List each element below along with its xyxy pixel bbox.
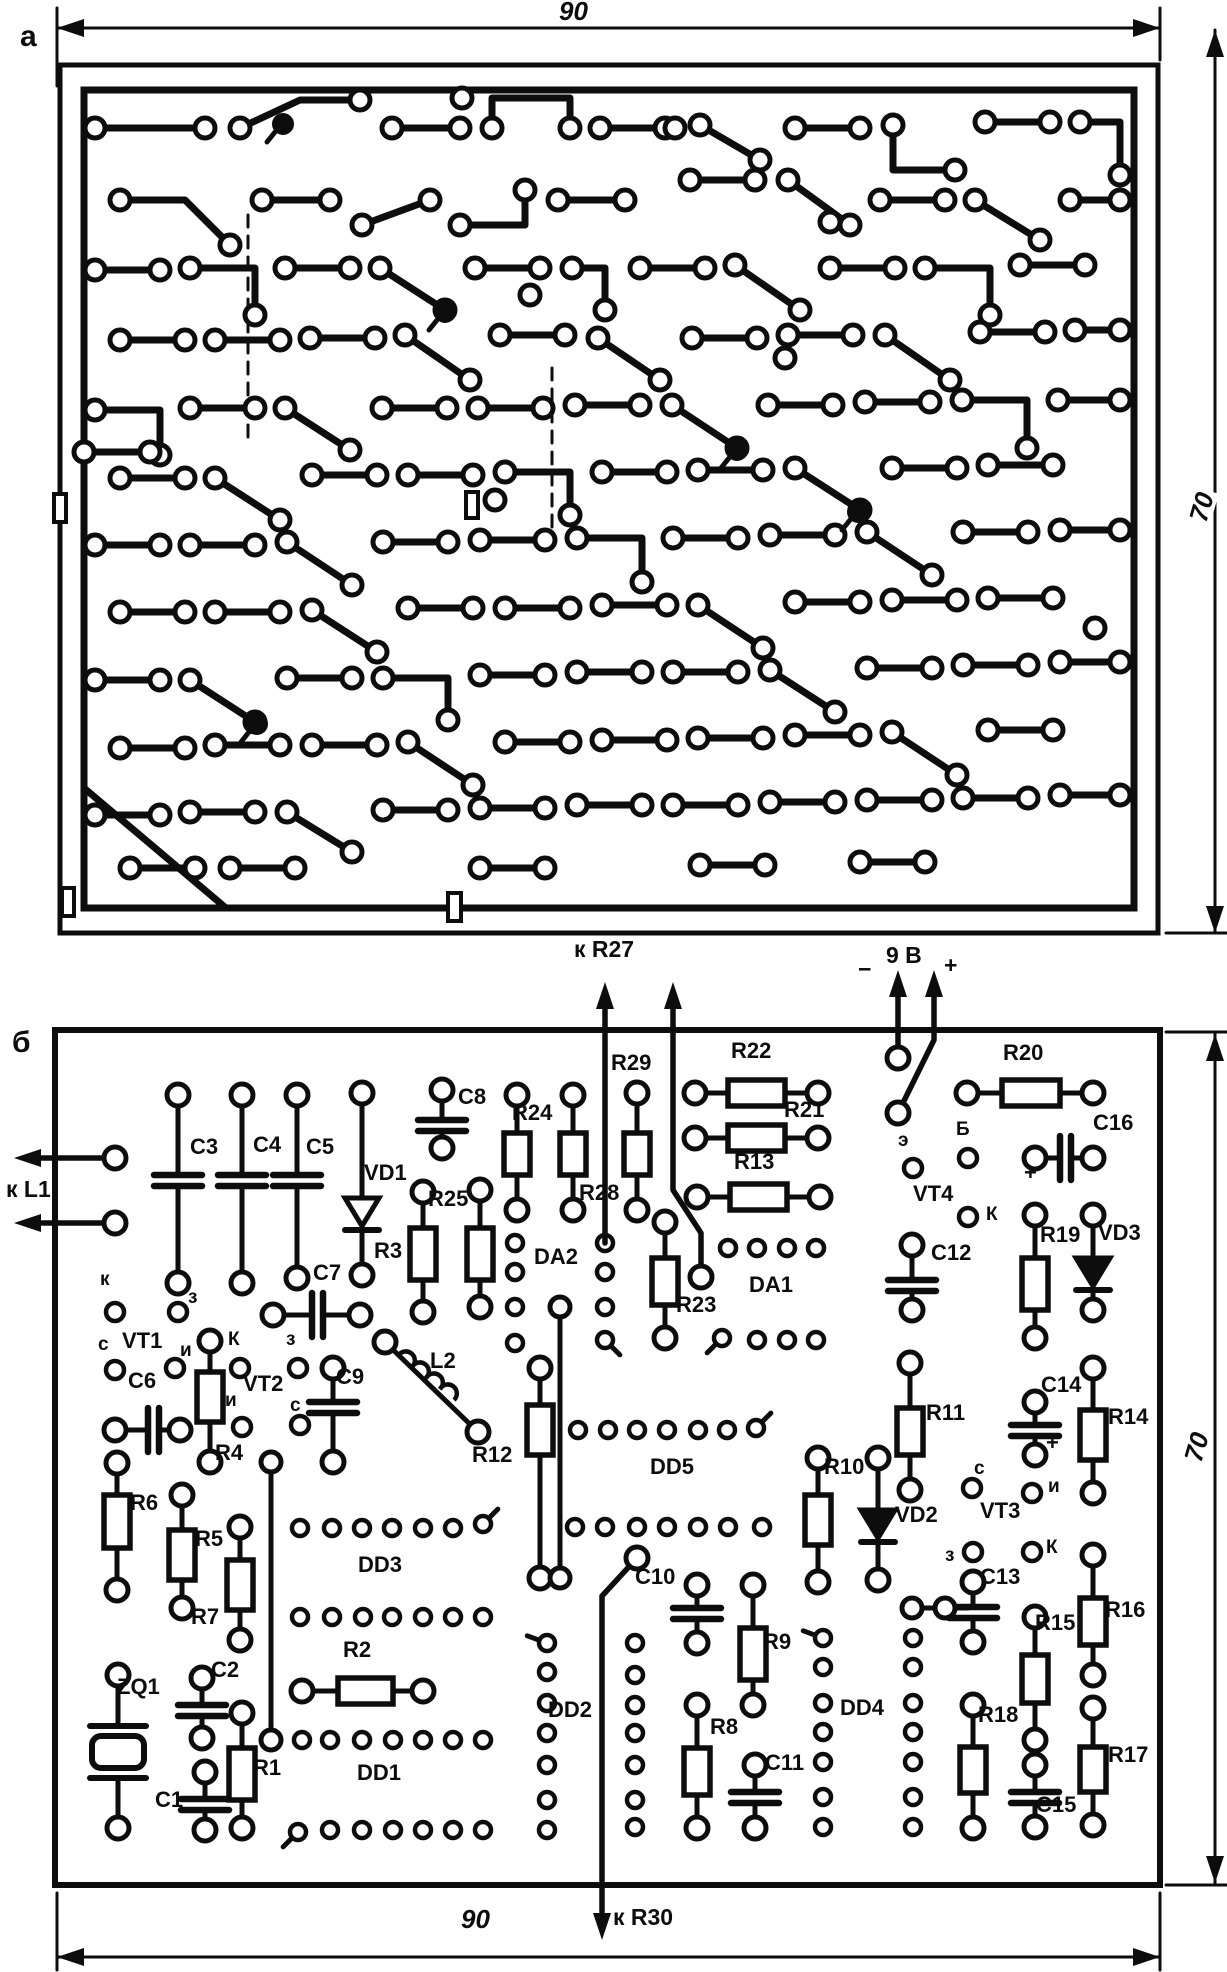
transistor-pads [103,1146,1044,1564]
label-r28: R28 [579,1180,620,1205]
label-c14-plus: + [1046,1430,1059,1455]
label-vt4-e: э [898,1130,909,1151]
label-vt1-z: з [188,1287,198,1308]
label-vt3-i: и [1048,1476,1060,1497]
label-r19: R19 [1040,1222,1081,1247]
conn-l1: к L1 [6,1176,51,1202]
label-r10: R10 [824,1454,865,1479]
label-c13: C13 [980,1564,1021,1589]
label-c9: C9 [336,1364,365,1389]
board-b-component-symbols [87,1076,1115,1844]
dim-b-width: 90 [458,1906,493,1932]
label-vt3-s: с [974,1458,985,1479]
label-c8: C8 [458,1084,487,1109]
label-c4: C4 [253,1132,282,1157]
label-vt4-b: Б [956,1119,970,1140]
label-r15: R15 [1035,1610,1076,1635]
wire-arrows [14,970,943,1940]
label-r20: R20 [1003,1040,1044,1065]
ic-pads [280,1232,924,1850]
label-c15: C15 [1036,1792,1077,1817]
label-c14: C14 [1041,1372,1082,1397]
label-vt3-z: з [945,1545,955,1566]
label-dd2: DD2 [548,1697,593,1722]
label-vt2: VT2 [243,1371,284,1396]
dim-a-width: 90 [556,0,591,24]
label-dd1: DD1 [357,1760,402,1785]
label-vt1: VT1 [122,1328,163,1353]
conn-supply: 9 В [886,942,922,968]
label-vt2-i: и [225,1390,237,1411]
label-r7: R7 [191,1604,220,1629]
label-vt2-k: К [228,1329,240,1350]
label-vt3-k: К [1046,1537,1058,1558]
label-r13: R13 [734,1149,775,1174]
label-dd4: DD4 [840,1695,885,1720]
jumper-links [258,1294,971,1753]
board-a-copper-traces [52,85,1133,923]
label-c16-plus: + [1024,1160,1037,1185]
label-c2: C2 [211,1657,240,1682]
label-r3: R3 [374,1238,403,1263]
label-r9: R9 [763,1629,792,1654]
supply-plus: + [944,952,958,978]
label-r25: R25 [428,1186,469,1211]
label-r6: R6 [130,1490,159,1515]
label-da2: DA2 [534,1244,579,1269]
label-c11: C11 [765,1750,805,1775]
label-r16: R16 [1105,1597,1146,1622]
label-r24: R24 [512,1100,553,1125]
label-vt1-i: и [180,1340,192,1361]
label-zq1: ZQ1 [117,1674,160,1699]
label-c1: C1 [155,1787,184,1812]
label-c10: C10 [635,1564,676,1589]
label-r23: R23 [676,1292,717,1317]
label-vt4-k: К [986,1204,998,1225]
label-vt1-k: к [100,1269,110,1290]
label-r18: R18 [978,1702,1019,1727]
label-r11: R11 [926,1400,966,1425]
label-vt1-s: с [98,1334,109,1355]
label-c3: C3 [190,1134,219,1159]
label-c7: C7 [313,1260,342,1285]
label-c6: C6 [128,1368,157,1393]
label-vt3: VT3 [980,1498,1021,1523]
panel-b-label: б [12,1026,31,1059]
label-r14: R14 [1108,1404,1149,1429]
conn-r27: к R27 [574,936,635,962]
label-vd2: VD2 [895,1502,938,1527]
label-vt4: VT4 [913,1181,954,1206]
label-da1: DA1 [749,1272,794,1297]
label-c16: C16 [1093,1110,1134,1135]
supply-minus: − [858,956,872,982]
label-r17: R17 [1108,1742,1149,1767]
label-vd3: VD3 [1098,1220,1141,1245]
label-c5: C5 [306,1134,335,1159]
label-vt2-z: з [286,1329,296,1350]
label-dd5: DD5 [650,1454,695,1479]
label-l2: L2 [430,1348,456,1373]
label-r22: R22 [731,1038,772,1063]
dimension-lines [55,6,1227,1972]
label-dd3: DD3 [358,1552,403,1577]
label-r5: R5 [195,1526,224,1551]
conn-r30: к R30 [613,1904,674,1930]
label-vd1: VD1 [364,1160,407,1185]
label-r1: R1 [253,1755,282,1780]
label-vt2-s: с [290,1395,301,1416]
label-r2: R2 [343,1637,372,1662]
label-r8: R8 [710,1714,739,1739]
label-r4: R4 [215,1440,244,1465]
label-c12: C12 [931,1240,972,1265]
label-r21: R21 [784,1097,825,1122]
label-r29: R29 [611,1050,652,1075]
panel-a-label: а [20,20,37,53]
label-r12: R12 [472,1442,513,1467]
